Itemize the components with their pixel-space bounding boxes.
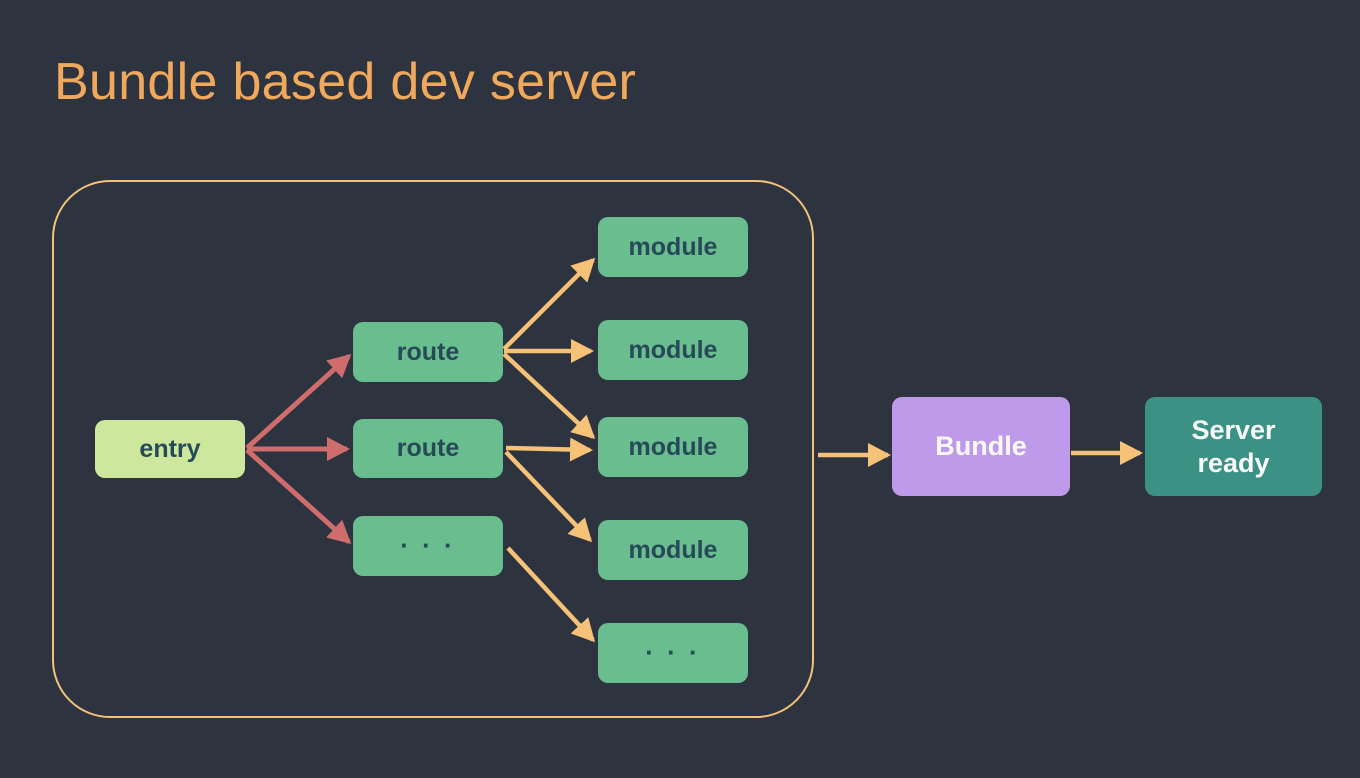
node-module-2: module xyxy=(598,320,748,380)
bundling-stage-outline xyxy=(52,180,814,718)
node-bundle: Bundle xyxy=(892,397,1070,496)
node-module-1: module xyxy=(598,217,748,277)
page-title: Bundle based dev server xyxy=(54,53,637,111)
node-server-ready: Server ready xyxy=(1145,397,1322,496)
node-module-4: module xyxy=(598,520,748,580)
node-route-1: route xyxy=(353,322,503,382)
node-module-3: module xyxy=(598,417,748,477)
node-route-more: · · · xyxy=(353,516,503,576)
node-route-2: route xyxy=(353,419,503,478)
node-entry: entry xyxy=(95,420,245,478)
node-module-more: · · · xyxy=(598,623,748,683)
